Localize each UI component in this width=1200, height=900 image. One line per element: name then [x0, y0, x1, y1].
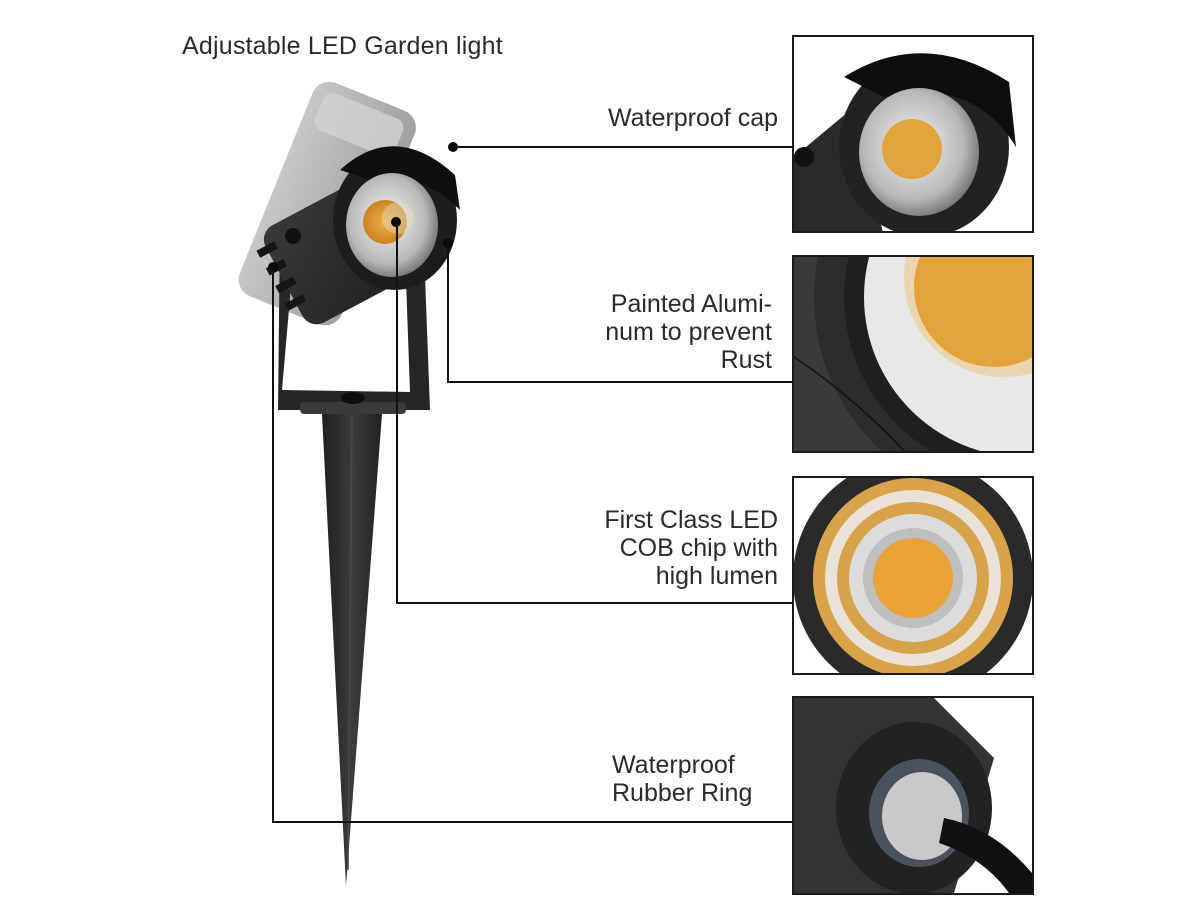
callout-label-waterproof-cap: Waterproof cap — [608, 104, 778, 132]
lamp-head-detail-icon — [794, 37, 1032, 231]
leader-line-2 — [447, 381, 792, 383]
rubber-ring-detail-icon — [794, 698, 1032, 893]
leader-line-2-vertical — [447, 243, 449, 383]
leader-line-3-vertical — [396, 222, 398, 604]
leader-line-1 — [453, 146, 792, 148]
detail-box-painted-aluminum — [792, 255, 1034, 453]
callout-label-painted-aluminum: Painted Alumi- num to prevent Rust — [605, 290, 772, 374]
aluminum-housing-detail-icon — [794, 257, 1032, 451]
detail-box-waterproof-cap — [792, 35, 1034, 233]
callout-label-cob-chip: First Class LED COB chip with high lumen — [604, 506, 778, 590]
detail-box-rubber-ring — [792, 696, 1034, 895]
page-title: Adjustable LED Garden light — [182, 32, 503, 60]
leader-line-4-vertical — [272, 267, 274, 822]
main-product-illustration — [220, 80, 480, 900]
detail-box-cob-chip — [792, 476, 1034, 675]
leader-line-4 — [272, 821, 792, 823]
callout-label-rubber-ring: Waterproof Rubber Ring — [612, 751, 753, 807]
garden-light-icon — [238, 81, 460, 886]
cob-chip-detail-icon — [794, 478, 1032, 673]
leader-line-3 — [396, 602, 792, 604]
